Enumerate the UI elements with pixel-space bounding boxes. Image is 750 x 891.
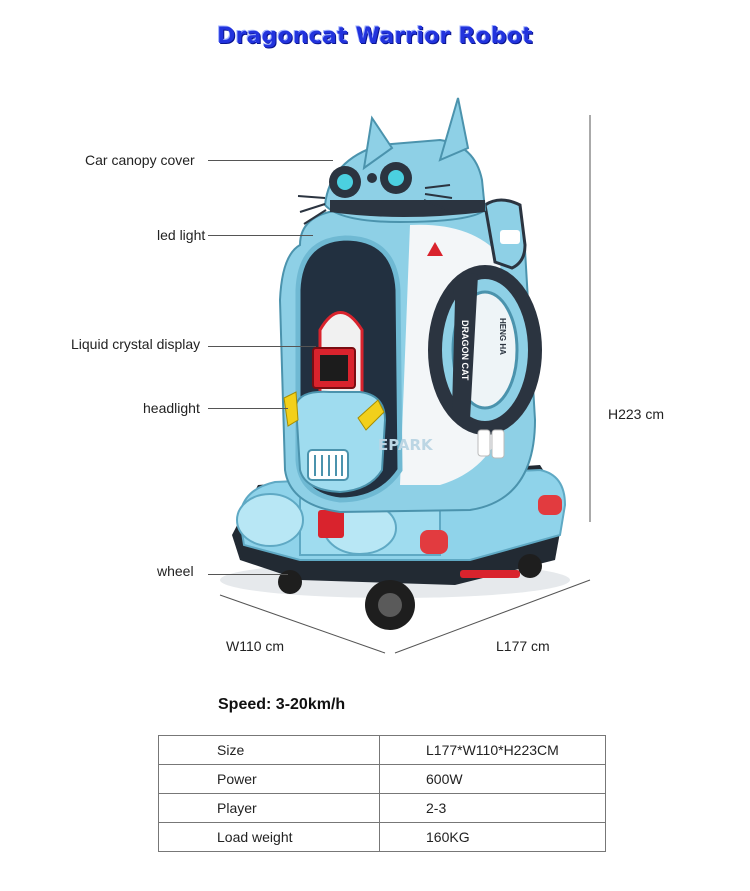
ear-left xyxy=(362,115,394,171)
arm-badge xyxy=(500,230,520,244)
table-row: Power 600W xyxy=(158,764,606,794)
specs-table: Size L177*W110*H223CM Power 600W Player … xyxy=(158,735,606,852)
side-panel-text: DRAGON CAT xyxy=(460,320,470,381)
warning-sign xyxy=(427,242,443,256)
tail-light-left xyxy=(420,530,448,554)
nose xyxy=(367,173,377,183)
length-label: L177 cm xyxy=(496,638,550,654)
tooth-right xyxy=(491,429,505,459)
width-dimension-line xyxy=(219,594,386,654)
page-title: Dragoncat Warrior Robot xyxy=(217,24,533,49)
spec-key: Power xyxy=(158,764,380,794)
spec-value: L177*W110*H223CM xyxy=(379,735,606,765)
tail-light-right xyxy=(538,495,562,515)
front-red-strip xyxy=(318,510,344,538)
spec-value: 2-3 xyxy=(379,793,606,823)
ear-right xyxy=(438,97,470,162)
whiskers xyxy=(297,184,453,225)
callout-wheel-leader xyxy=(208,574,288,575)
rear-stripe xyxy=(460,570,520,578)
wheel-rear-right xyxy=(518,554,542,578)
callout-lcd: Liquid crystal display xyxy=(71,336,201,352)
spec-value: 600W xyxy=(379,764,606,794)
callout-lcd-leader xyxy=(208,346,316,347)
table-row: Size L177*W110*H223CM xyxy=(158,735,606,765)
headlight-left xyxy=(283,391,299,427)
callout-headlight-leader xyxy=(208,408,288,409)
spec-key: Player xyxy=(158,793,380,823)
spec-key: Size xyxy=(158,735,380,765)
callout-led-light-leader xyxy=(208,235,313,236)
callout-wheel: wheel xyxy=(157,563,194,579)
callout-led-light: led light xyxy=(157,227,206,243)
tooth-left xyxy=(477,429,491,457)
headlight-right xyxy=(357,399,385,431)
side-fin xyxy=(452,272,478,422)
speed-text: Speed: 3-20km/h xyxy=(218,696,346,713)
callout-canopy-cover: Car canopy cover xyxy=(85,152,195,168)
table-row: Player 2-3 xyxy=(158,793,606,823)
width-label: W110 cm xyxy=(226,638,285,654)
watermark: EPARK xyxy=(378,436,434,454)
spec-key: Load weight xyxy=(158,822,380,852)
spec-value: 160KG xyxy=(379,822,606,852)
callout-canopy-cover-leader xyxy=(208,160,333,161)
head-band xyxy=(330,200,485,217)
length-dimension-line xyxy=(394,579,591,654)
table-row: Load weight 160KG xyxy=(158,822,606,852)
callout-headlight: headlight xyxy=(143,400,200,416)
wheel-rear-left xyxy=(278,570,302,594)
front-fender-left xyxy=(236,493,304,547)
side-panel-text-2: HENG HA xyxy=(498,318,507,355)
height-label: H223 cm xyxy=(608,406,665,422)
